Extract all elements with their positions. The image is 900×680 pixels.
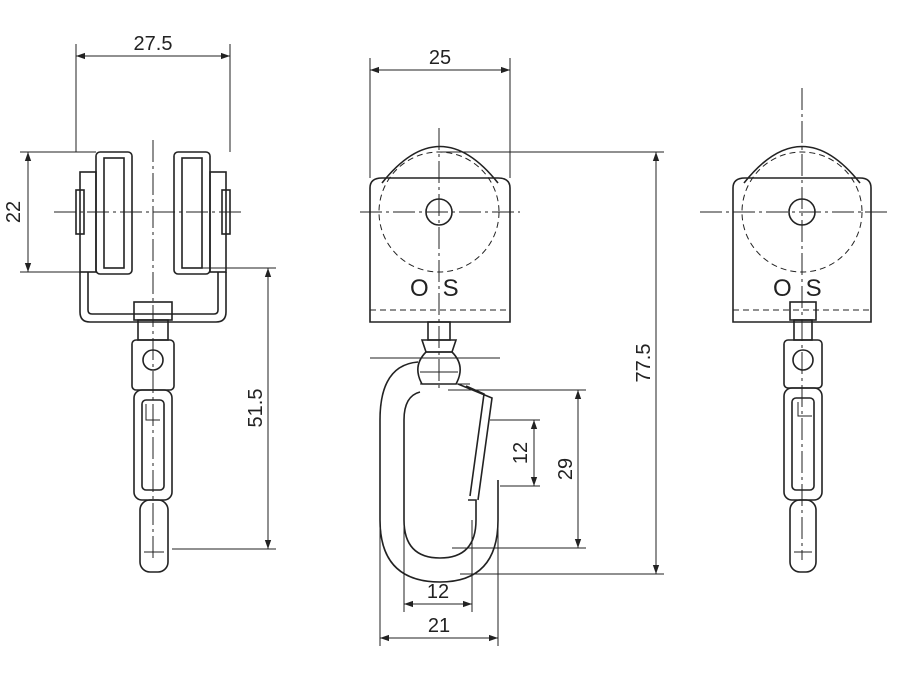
side-view: [54, 140, 244, 573]
dim-front-width: 25: [429, 47, 451, 69]
front-marking: OS: [410, 275, 473, 302]
dim-hook-inner: 12: [427, 581, 449, 603]
rear-marking: OS: [773, 275, 836, 302]
dim-gate-length: 12: [510, 442, 532, 464]
dim-left-height: 22: [3, 201, 25, 223]
dim-hook-outer: 21: [428, 615, 450, 637]
dim-left-drop: 51.5: [245, 389, 267, 428]
dim-hook-length: 29: [555, 458, 577, 480]
side-view-dimensions: 27.5 22 51.5: [3, 33, 276, 550]
dim-total-height: 77.5: [633, 344, 655, 383]
dim-left-width: 27.5: [134, 33, 173, 55]
rear-view: OS: [700, 88, 890, 573]
front-view: OS: [360, 128, 520, 583]
front-view-dimensions: 25 77.5 29 12 12 21: [369, 47, 664, 646]
